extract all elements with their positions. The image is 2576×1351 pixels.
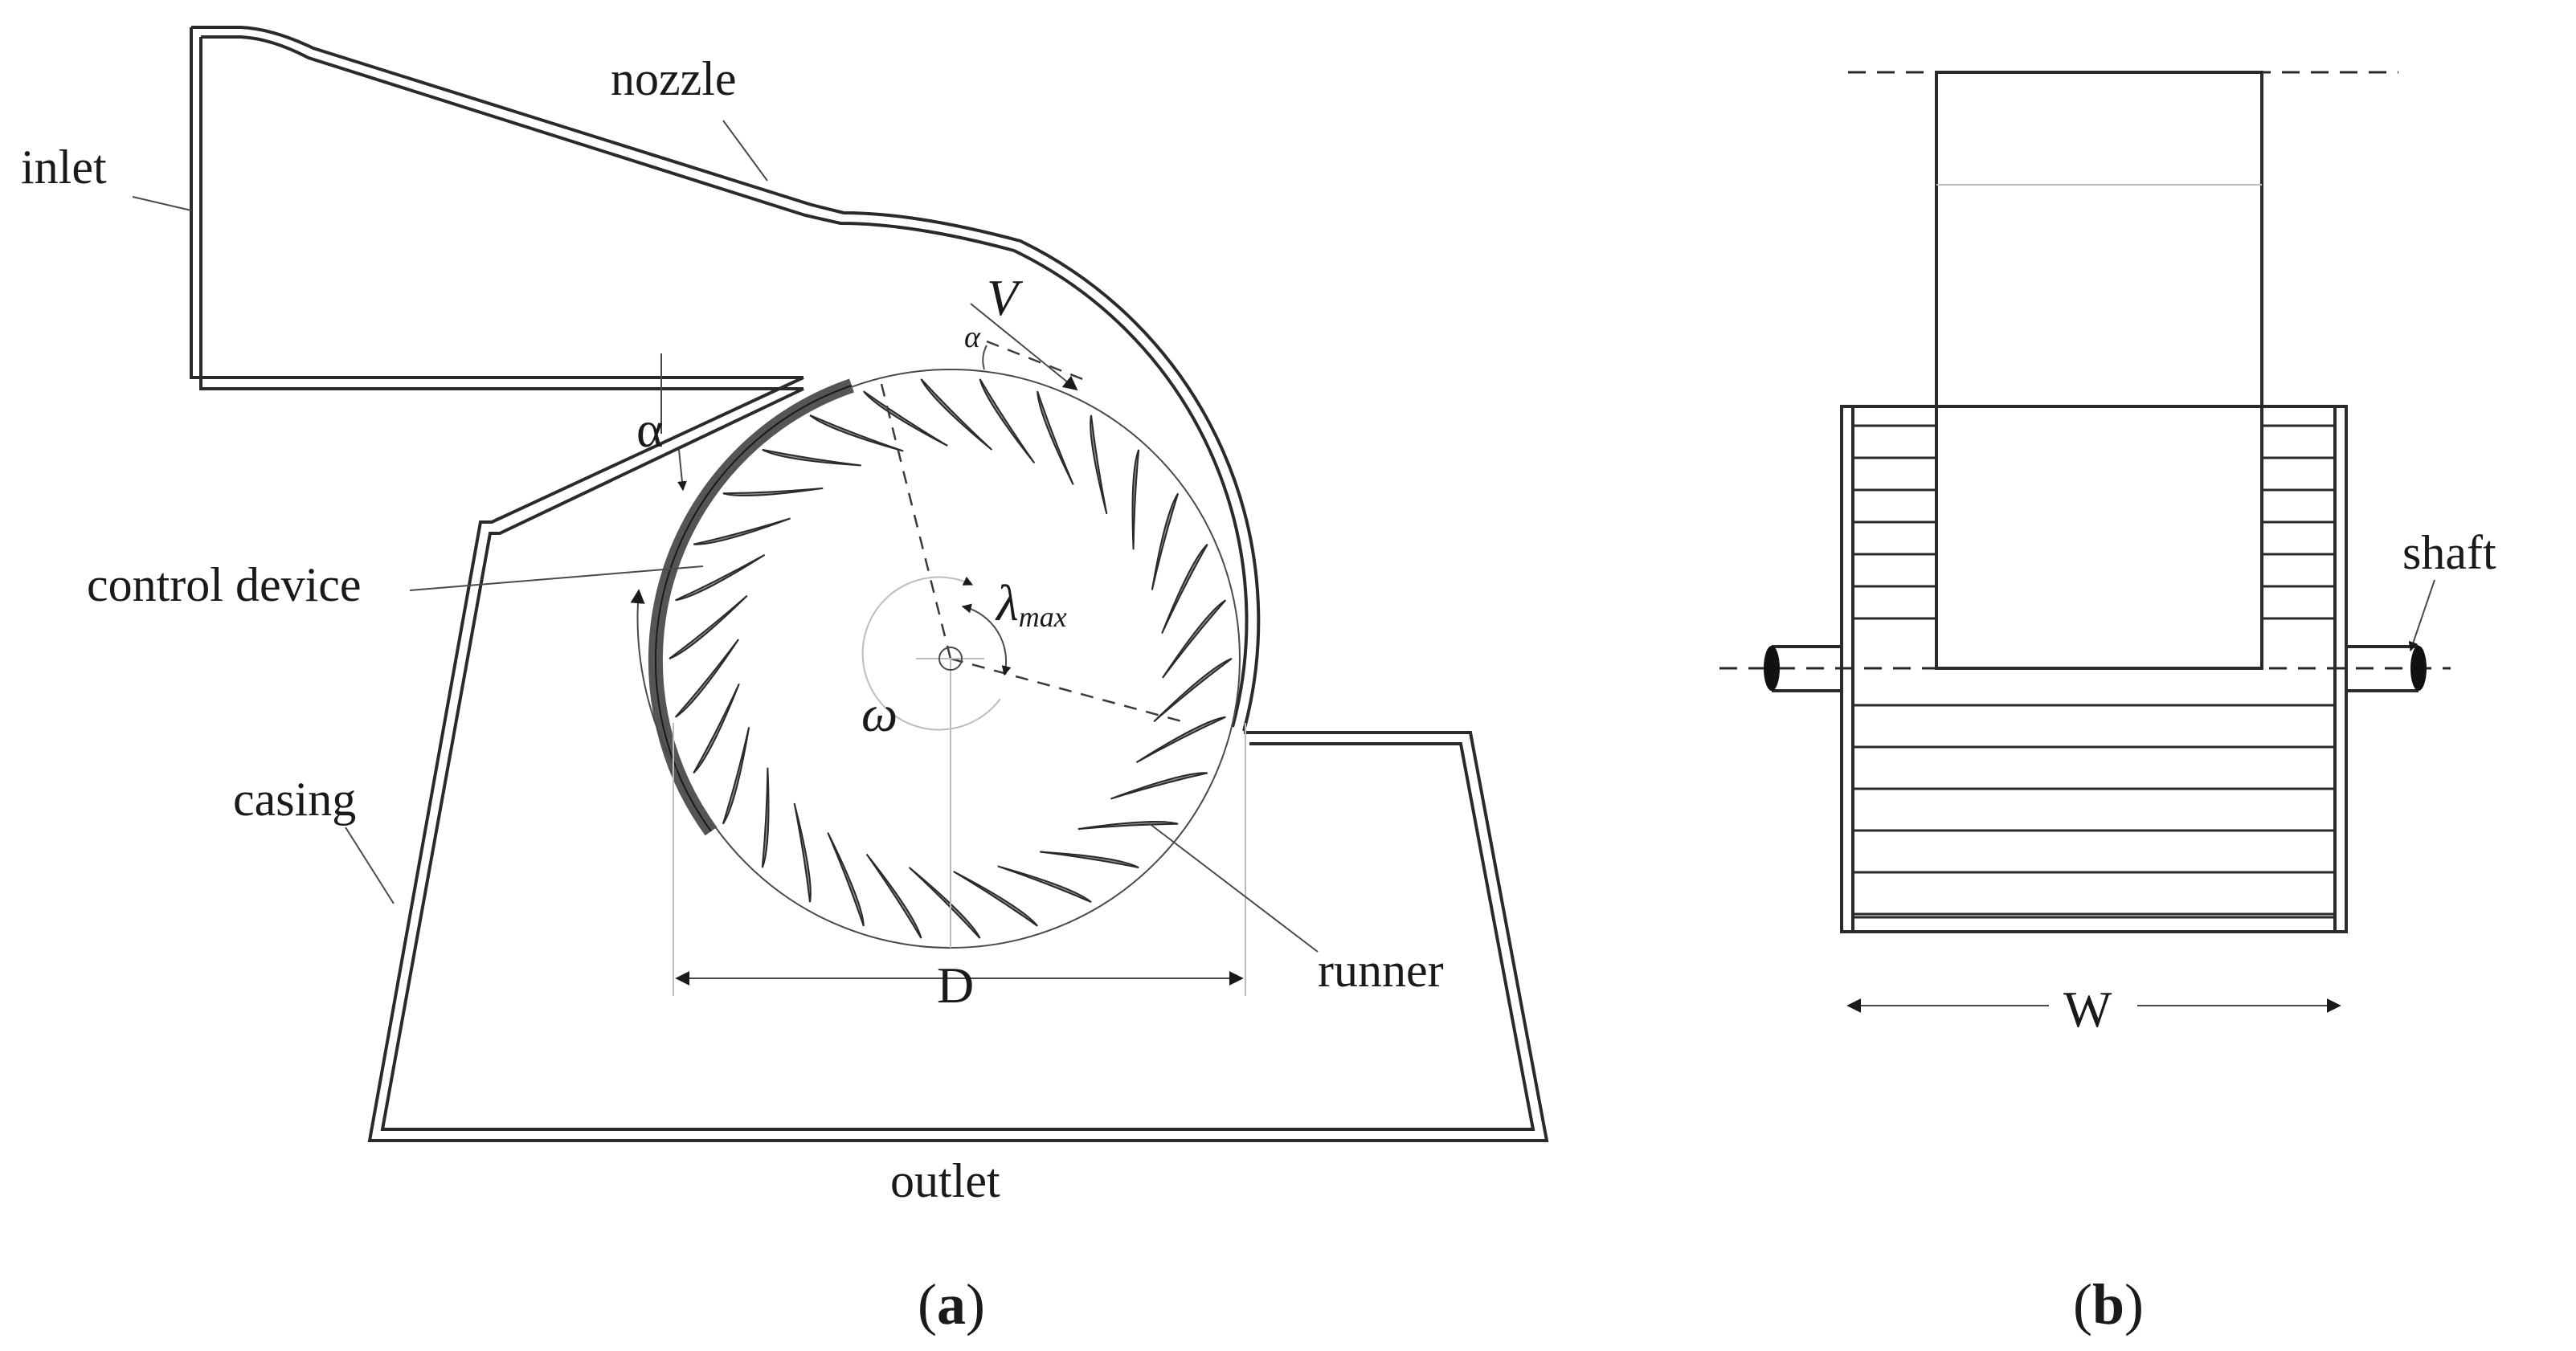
runner-blade [761,767,770,868]
diameter-dimension [673,723,1246,996]
panel-a: inlet nozzle control device casing runne… [21,26,1549,1337]
alpha-inner-label: α [964,320,981,354]
outlet-label: outlet [890,1154,1000,1207]
runner-blade [693,517,791,545]
width-label: W [2063,981,2112,1038]
runner-blade [669,594,748,659]
runner-blade [1040,851,1139,869]
caption-b: (b) [2073,1272,2144,1337]
control-device-label: control device [87,558,362,611]
runner-blade [865,853,922,939]
runner-blade [675,553,766,602]
runner-blade [722,727,750,825]
caption-a: (a) [918,1272,985,1337]
runner-blade-lines [1853,424,2335,919]
inlet-label: inlet [21,141,107,194]
runner-blades [669,378,1233,939]
lambda-arc [961,603,1012,676]
runner-blade [1077,820,1179,831]
runner-blade [762,448,861,467]
runner-blade [1151,492,1180,590]
runner-blade [693,684,740,774]
runner-blade [722,487,824,497]
runner-blade [908,867,981,939]
runner-construction-lines [861,383,1188,948]
shaft [1719,645,2451,692]
casing-body [367,376,1549,1142]
runner-blade [1153,658,1233,723]
runner-blade [793,802,812,903]
nozzle-label: nozzle [611,52,737,105]
velocity-vector [970,303,1090,391]
runner-blade [1131,449,1140,550]
lambda-label: λmax [995,574,1067,633]
panel-b: shaft W (b) [1719,71,2496,1337]
alpha-outer-label: α [636,401,664,458]
runner-blade [827,832,865,927]
runner-blade [1161,543,1208,634]
runner-blade [953,871,1038,927]
runner-blade [1162,599,1227,679]
runner-blade [1135,716,1226,764]
runner-blade [1037,390,1074,485]
omega-arrow [861,576,1001,731]
control-device [648,378,854,836]
runner-blade [809,414,904,452]
runner-label: runner [1318,944,1444,997]
casing-label: casing [233,773,356,826]
velocity-label: V [987,269,1024,326]
runner-blade [979,378,1036,464]
runner-blade [997,865,1092,904]
nozzle-body [190,26,1261,732]
runner-blade [674,639,739,718]
nozzle-side-view [1935,71,2263,670]
runner-blade [1110,772,1208,800]
diameter-label: D [937,957,974,1014]
shaft-label: shaft [2402,526,2496,579]
leader-lines [132,120,1319,953]
runner-blade [920,378,993,451]
runner-blade [863,390,948,447]
omega-label: ω [861,685,898,742]
nozzle-angle-mark [660,353,687,492]
control-rotation-arrow [630,589,677,772]
runner-blade [1090,414,1108,515]
